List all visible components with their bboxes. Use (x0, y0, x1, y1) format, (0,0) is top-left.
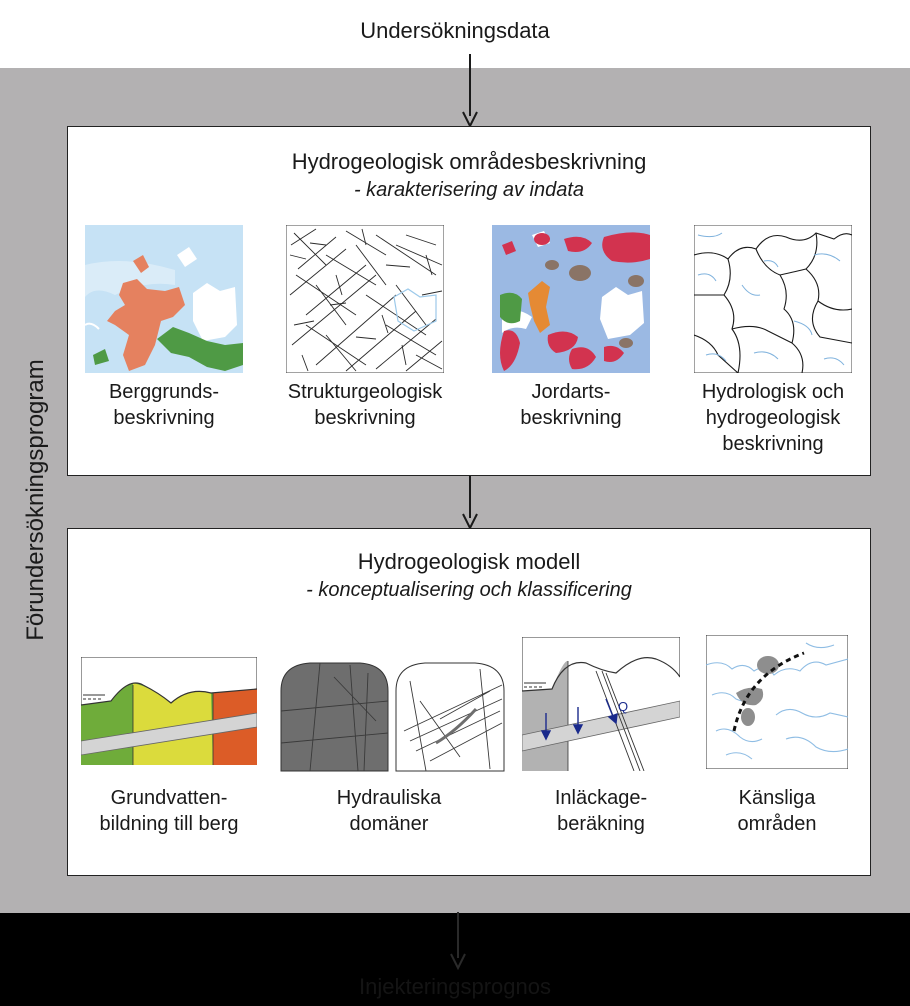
recharge-section-icon (81, 657, 257, 765)
hydrogeological-model-panel: Hydrogeologisk modell - konceptualiserin… (67, 528, 871, 876)
caption-line: domäner (349, 813, 429, 835)
arrow-model-to-output (450, 912, 466, 970)
caption-line: Berggrunds- (108, 381, 220, 403)
caption-structure: Strukturgeologisk beskrivning (266, 379, 464, 431)
input-label: Undersökningsdata (360, 18, 550, 43)
panel-subtitle: - konceptualisering och klassificering (306, 579, 632, 601)
panel-title: Hydrogeologisk områdesbeskrivning (291, 149, 647, 174)
caption-line: Känsliga (738, 787, 816, 809)
hydraulic-domains-icon (280, 662, 505, 772)
side-label: Förundersökningsprogram (22, 359, 49, 641)
caption-line: hydrogeologisk (705, 407, 841, 429)
caption-hydrology: Hydrologisk och hydrogeologisk beskrivni… (673, 379, 873, 457)
structure-map-icon (286, 225, 444, 373)
caption-line: beskrivning (722, 433, 824, 455)
panel-subtitle: - karakterisering av indata (353, 179, 585, 201)
caption-sensitive: Känsliga områden (687, 785, 867, 837)
caption-inflow: Inläckage- beräkning (506, 785, 696, 837)
area-description-panel: Hydrogeologisk områdesbeskrivning - kara… (67, 126, 871, 476)
caption-line: beskrivning (520, 407, 622, 429)
flow-label: Q (618, 699, 628, 714)
output-label: Injekteringsprognos (358, 974, 551, 999)
caption-line: Hydrologisk och (701, 381, 845, 403)
output-band (0, 913, 910, 1006)
caption-line: beskrivning (314, 407, 416, 429)
bedrock-map-icon (85, 225, 243, 373)
caption-line: områden (737, 813, 817, 835)
caption-recharge: Grundvatten- bildning till berg (73, 785, 265, 837)
inflow-section-icon: Q (522, 637, 680, 771)
sensitive-areas-icon (706, 635, 848, 769)
caption-line: Hydrauliska (336, 787, 442, 809)
caption-line: beskrivning (113, 407, 215, 429)
caption-line: Jordarts- (531, 381, 611, 403)
hydrology-map-icon (694, 225, 852, 373)
top-band (0, 0, 910, 68)
panel-title: Hydrogeologisk modell (357, 549, 581, 574)
caption-bedrock: Berggrunds- beskrivning (75, 379, 253, 431)
caption-line: Inläckage- (554, 787, 648, 809)
caption-line: beräkning (557, 813, 645, 835)
caption-line: bildning till berg (99, 813, 239, 835)
caption-soil: Jordarts- beskrivning (482, 379, 660, 431)
caption-domains: Hydrauliska domäner (294, 785, 484, 837)
caption-line: Grundvatten- (110, 787, 228, 809)
arrow-panel-to-model (462, 476, 478, 530)
arrow-input-to-panel (462, 54, 478, 128)
soil-map-icon (492, 225, 650, 373)
caption-line: Strukturgeologisk (287, 381, 443, 403)
